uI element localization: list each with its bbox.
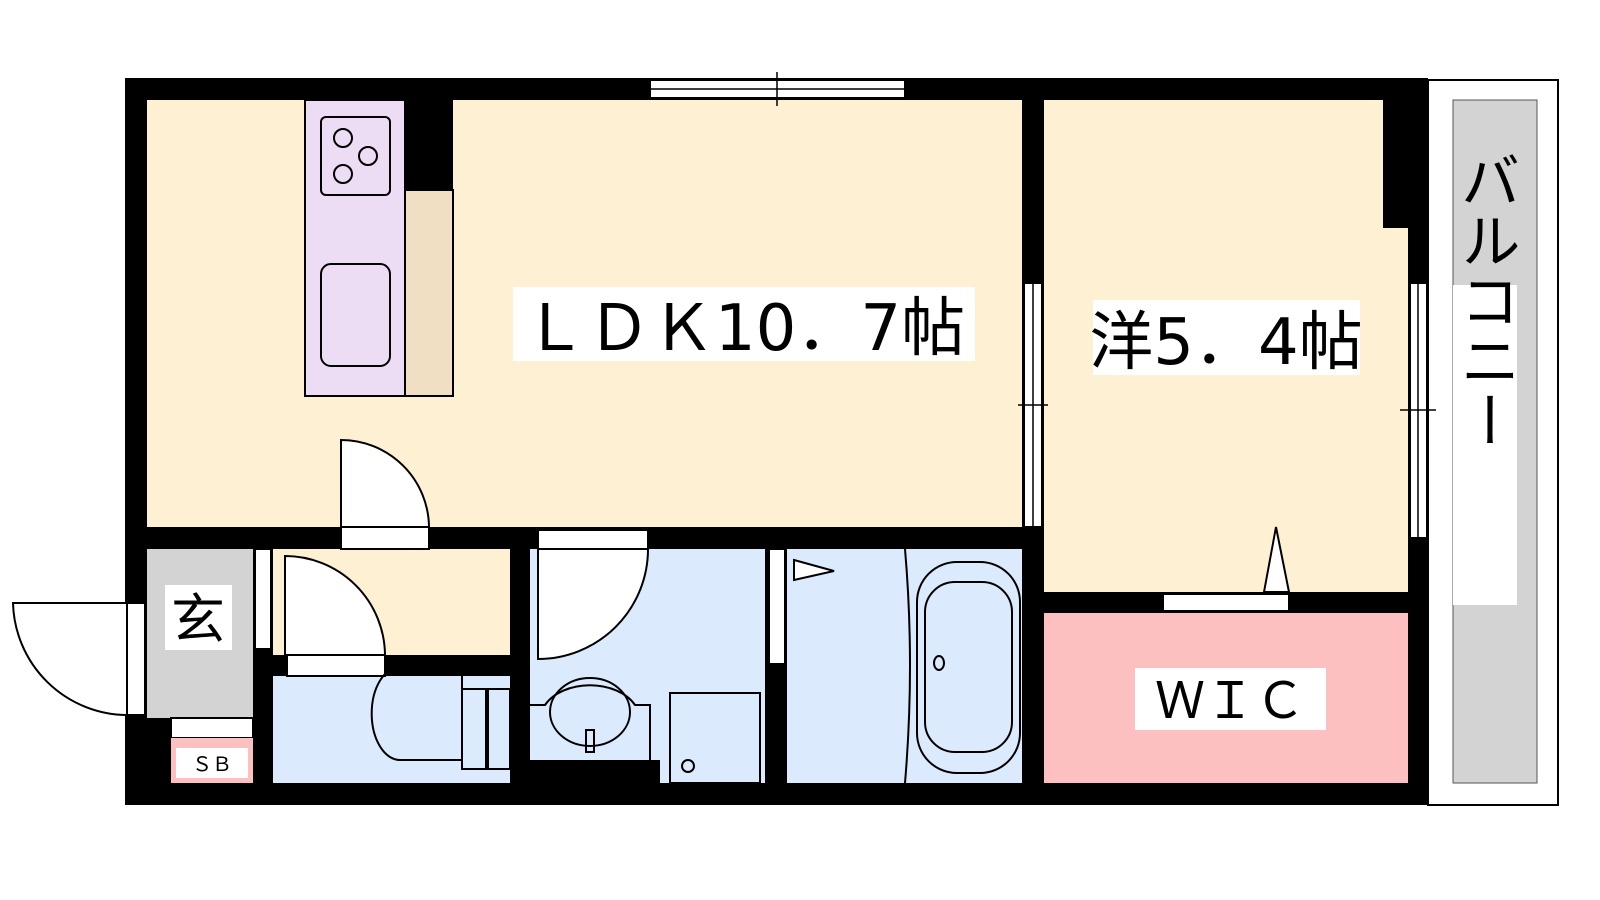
sink-icon bbox=[320, 263, 391, 367]
western-label: 洋5．4帖 bbox=[1089, 306, 1362, 380]
washroom-door[interactable] bbox=[537, 529, 650, 661]
partition-sliding-door[interactable] bbox=[1018, 282, 1048, 528]
wall-column bbox=[1383, 100, 1408, 228]
entrance-door[interactable] bbox=[11, 602, 146, 717]
shoebox-door[interactable] bbox=[170, 717, 254, 739]
balcony-label-bg bbox=[1453, 285, 1517, 605]
toilet-room bbox=[273, 676, 510, 783]
stove-icon bbox=[320, 116, 391, 196]
wic-label-bg bbox=[1135, 668, 1326, 730]
wic-door[interactable] bbox=[1162, 526, 1291, 612]
bathroom bbox=[787, 549, 1022, 783]
shoebox-label-bg bbox=[176, 748, 248, 778]
bathtub-icon bbox=[904, 548, 1021, 784]
top-window bbox=[649, 72, 906, 106]
washing-machine-icon bbox=[669, 692, 761, 784]
ldk-label-bg bbox=[513, 287, 975, 361]
entrance-label: 玄 bbox=[171, 588, 225, 651]
balcony-label: バルコニー bbox=[1450, 150, 1520, 450]
bath-door[interactable] bbox=[768, 548, 835, 665]
toilet-door[interactable] bbox=[284, 554, 387, 677]
ldk-label: ＬＤＫ10．7帖 bbox=[523, 292, 965, 366]
washbasin-icon bbox=[530, 677, 651, 760]
ldk-door[interactable] bbox=[340, 438, 431, 550]
entrance-label-bg bbox=[165, 585, 232, 650]
balcony-window[interactable] bbox=[1400, 282, 1436, 539]
wash-wall bbox=[530, 760, 660, 783]
wic-label: ＷＩＣ bbox=[1155, 672, 1305, 730]
toilet-icon bbox=[370, 666, 511, 770]
kitchen-wall bbox=[405, 100, 453, 190]
shoebox-label: ＳＢ bbox=[192, 752, 232, 776]
fridge-space bbox=[404, 189, 454, 397]
western-label-bg bbox=[1093, 300, 1360, 375]
hall-door[interactable] bbox=[254, 548, 272, 650]
